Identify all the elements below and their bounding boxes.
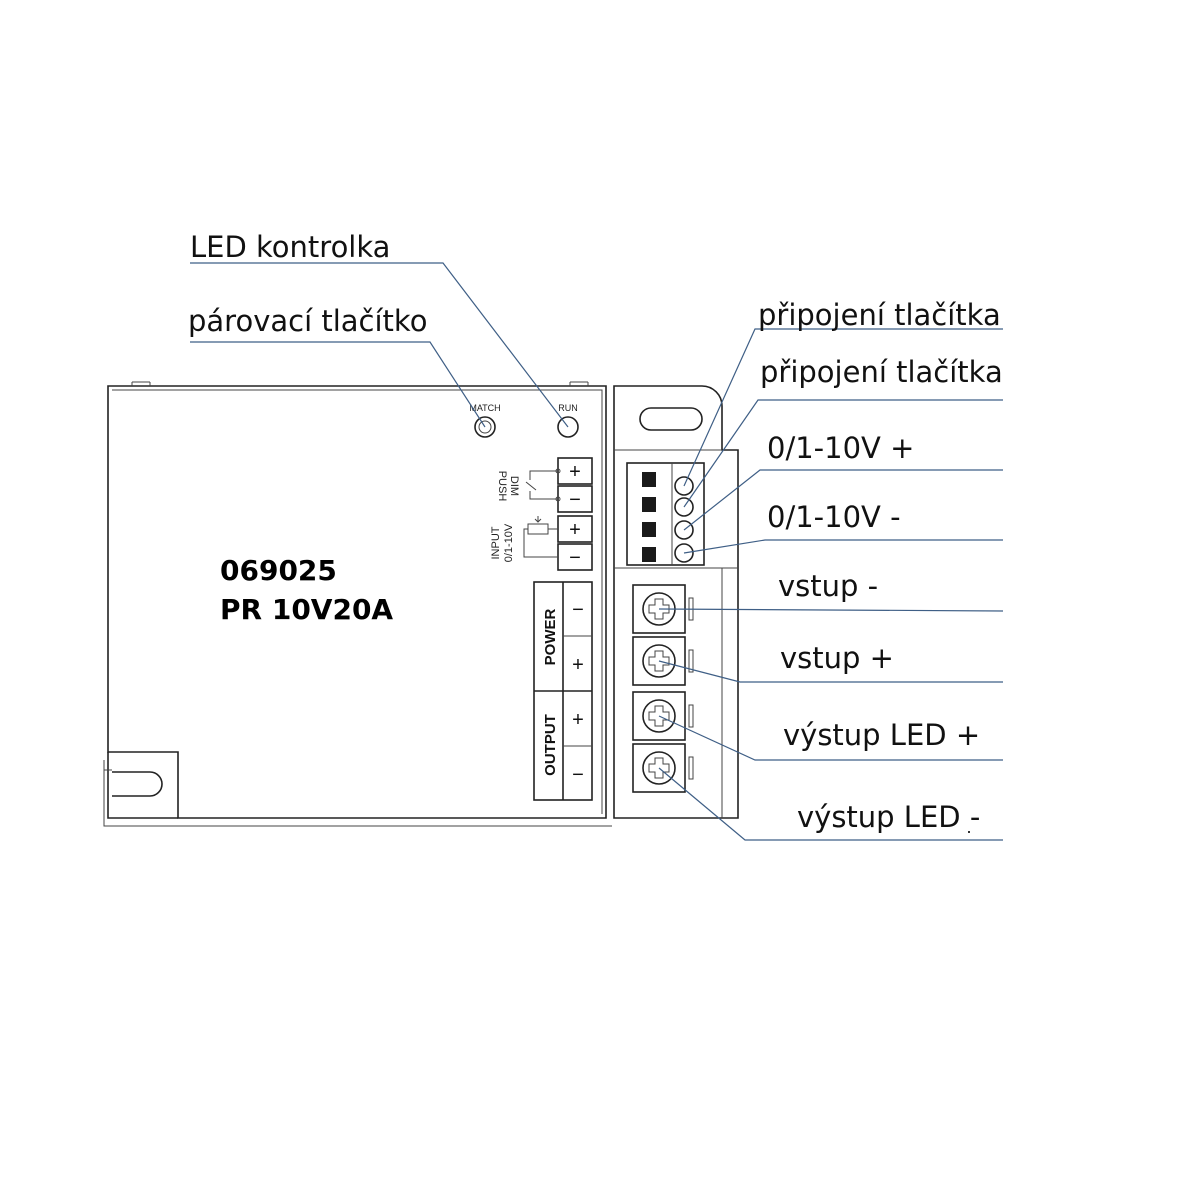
svg-text:0/1-10V: 0/1-10V <box>503 523 515 562</box>
screw-terminal-4 <box>632 743 694 793</box>
pin-button-1 <box>674 476 694 496</box>
label-dim-minus: 0/1-10V - <box>767 500 901 534</box>
label-output-plus: výstup LED + <box>783 718 980 752</box>
power-minus: − <box>572 599 584 621</box>
mount-slot <box>639 407 703 431</box>
leader-dim-plus <box>683 469 1003 531</box>
match-label: MATCH <box>469 403 500 413</box>
leader-out-minus <box>658 767 1003 841</box>
leader-in-plus <box>658 660 1003 683</box>
label-input-minus: vstup - <box>778 569 878 603</box>
stray-mark <box>968 831 970 833</box>
label-dim-plus: 0/1-10V + <box>767 431 914 465</box>
svg-text:INPUT: INPUT <box>490 526 502 559</box>
output-label: OUTPUT <box>542 714 559 776</box>
push-plus: + <box>569 461 581 483</box>
dim-minus-term: − <box>569 547 581 569</box>
output-minus: − <box>572 764 584 786</box>
label-input-plus: vstup + <box>780 641 894 675</box>
svg-text:DIM: DIM <box>508 476 520 496</box>
match-button: MATCH <box>469 403 501 438</box>
leader-in-minus <box>658 608 1004 612</box>
model-name: PR 10V20A <box>220 593 393 626</box>
label-led-indicator: LED kontrolka <box>190 230 390 264</box>
power-plus: + <box>572 654 584 676</box>
dim-plus-term: + <box>569 519 581 541</box>
run-led: RUN <box>557 403 579 438</box>
leader-pair <box>190 341 486 428</box>
pin-dim-minus <box>674 543 694 563</box>
screw-terminal-3 <box>632 691 694 741</box>
pin-dim-plus <box>674 520 694 540</box>
leader-out-plus <box>658 715 1003 761</box>
svg-text:PUSH: PUSH <box>496 471 508 502</box>
device-housing <box>103 381 612 827</box>
power-output-block: − + + − POWER OUTPUT <box>533 581 593 801</box>
screw-terminal-2 <box>632 636 694 686</box>
label-output-minus: výstup LED - <box>797 800 980 834</box>
label-button-conn-1: připojení tlačítka <box>758 298 1001 332</box>
leader-btn1 <box>683 328 1003 487</box>
leader-lines <box>190 262 1004 841</box>
output-plus: + <box>572 709 584 731</box>
model-code: 069025 <box>220 554 337 587</box>
push-minus: − <box>569 489 581 511</box>
run-label: RUN <box>558 403 578 413</box>
leader-led <box>190 262 569 428</box>
input-range-text: INPUT 0/1-10V <box>490 523 515 562</box>
label-pair-button: párovací tlačítko <box>188 304 427 338</box>
leader-btn2 <box>683 399 1003 508</box>
control-terminal-labels: + − + − PUSH DIM INPUT 0/1-10V <box>490 457 593 571</box>
power-label: POWER <box>542 609 559 666</box>
leader-dim-minus <box>683 539 1003 554</box>
label-button-conn-2: připojení tlačítka <box>760 355 1003 389</box>
pin-button-2 <box>674 497 694 517</box>
push-dim-text: PUSH DIM <box>496 471 520 502</box>
spring-connector-slots <box>642 472 656 562</box>
terminal-block <box>613 385 739 819</box>
